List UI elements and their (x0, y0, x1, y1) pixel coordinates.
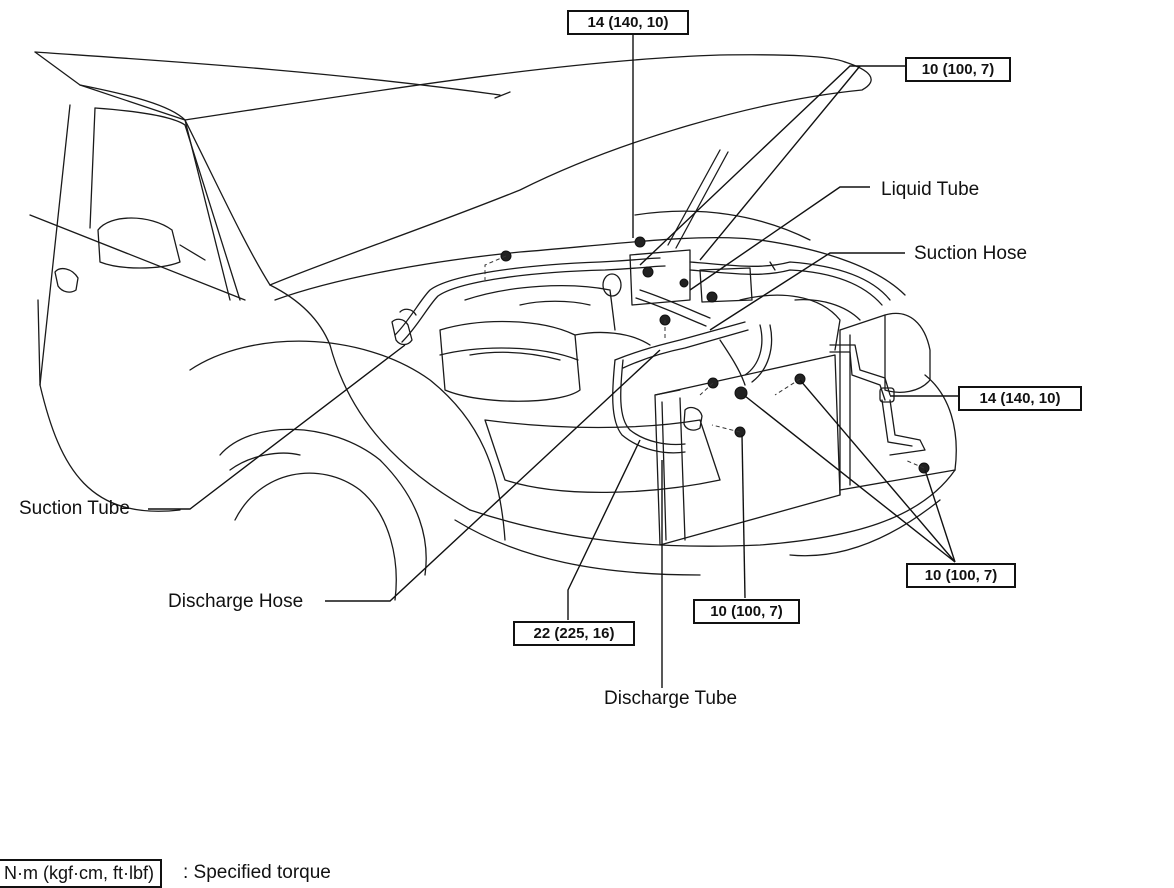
legend-unit-box: N·m (kgf·cm, ft·lbf) (0, 859, 162, 888)
suction-hose-label: Suction Hose (914, 243, 1028, 264)
suction-tube-label: Suction Tube (19, 498, 130, 519)
ac-lines (391, 257, 926, 456)
torque-label-center-low: 10 (100, 7) (693, 599, 800, 624)
vehicle-body (29, 51, 957, 601)
torque-label-top: 14 (140, 10) (567, 10, 689, 35)
torque-label-right-mid: 14 (140, 10) (958, 386, 1082, 411)
legend-description: : Specified torque (183, 862, 331, 883)
condenser (654, 354, 841, 546)
bolts (484, 236, 930, 474)
leader-lines (148, 34, 958, 688)
torque-label-right-low: 10 (100, 7) (906, 563, 1016, 588)
engine (439, 249, 861, 402)
discharge-hose-label: Discharge Hose (168, 591, 304, 612)
discharge-tube-label: Discharge Tube (604, 688, 738, 709)
torque-label-lower-left: 22 (225, 16) (513, 621, 635, 646)
torque-label-top-right: 10 (100, 7) (905, 57, 1011, 82)
liquid-tube-label: Liquid Tube (881, 179, 980, 200)
